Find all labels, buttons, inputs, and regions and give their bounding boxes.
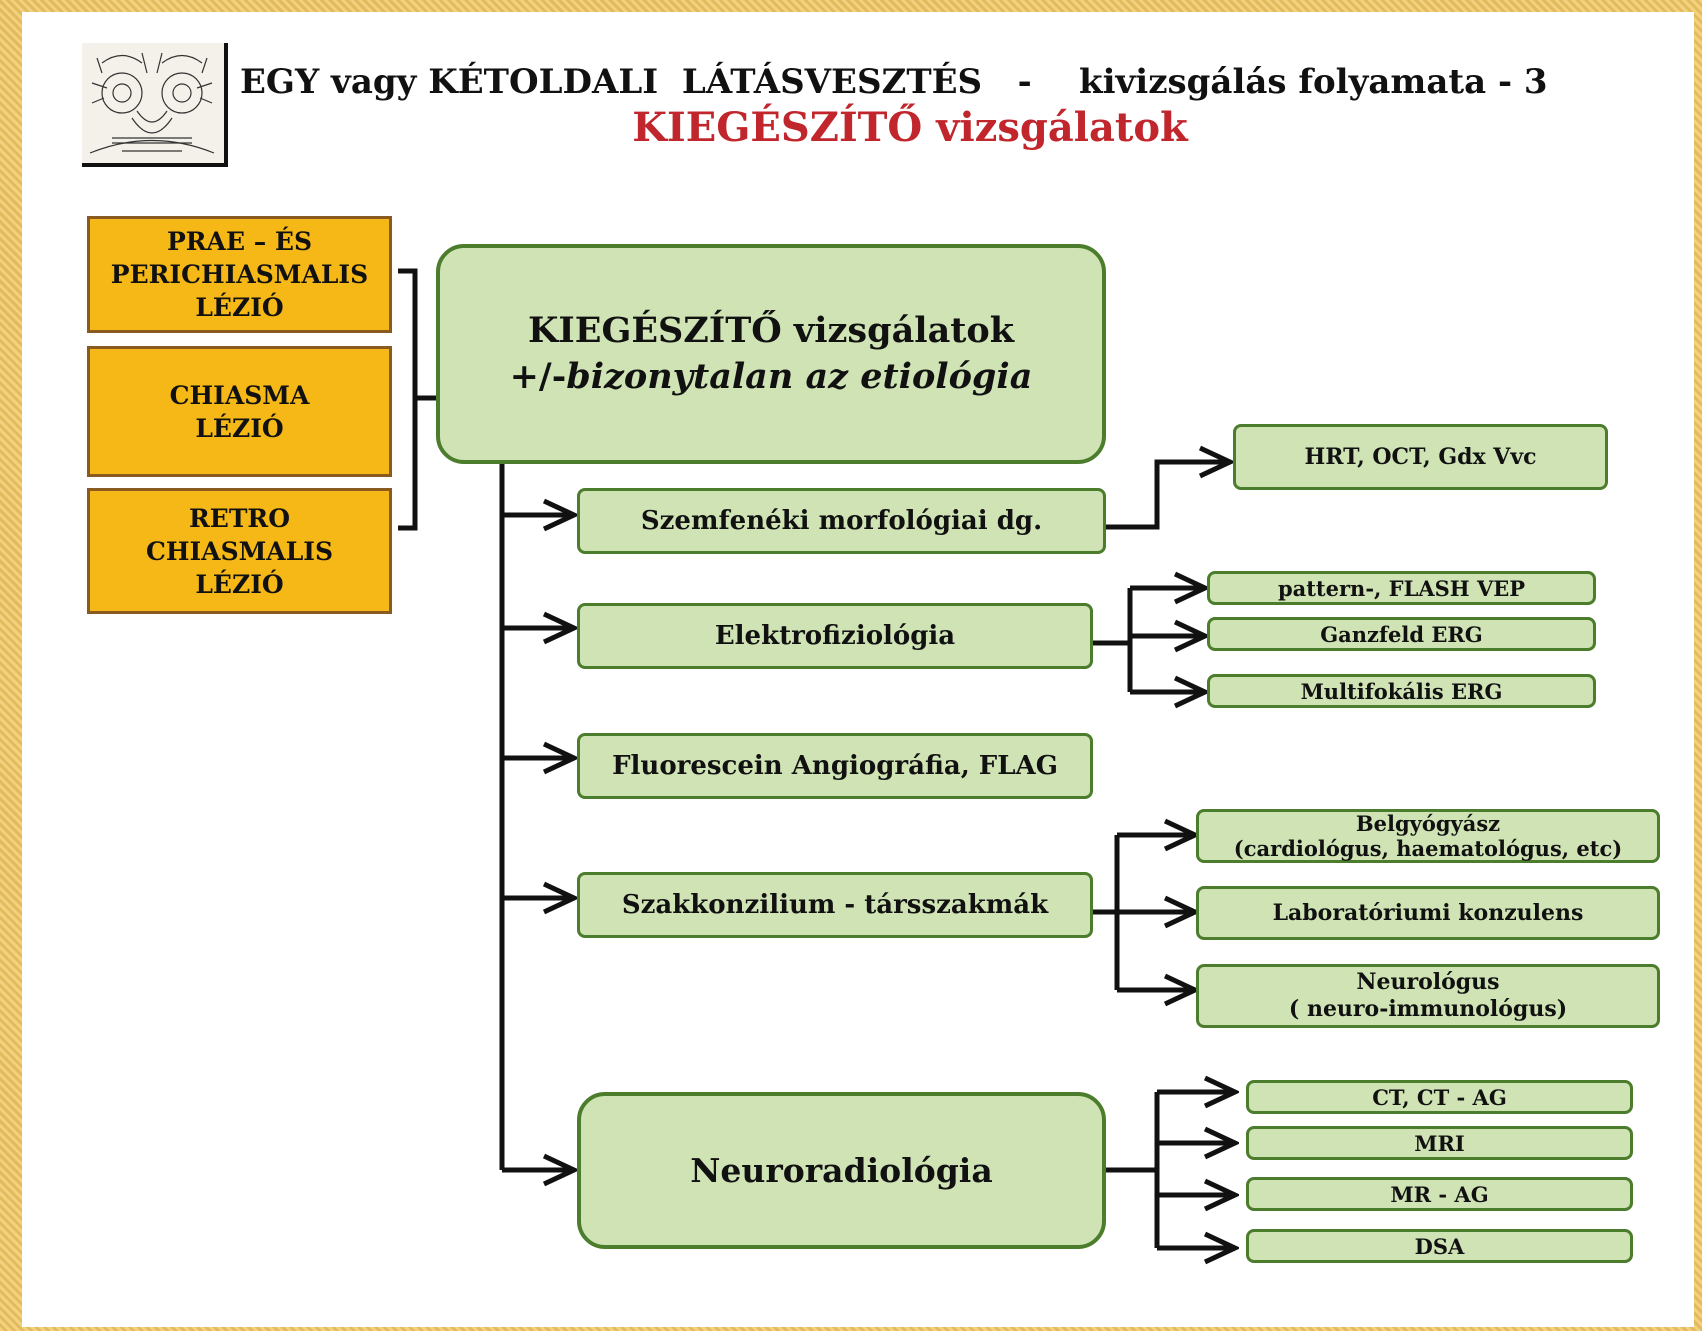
branch-szemfeneki: Szemfenéki morfológiai dg. (577, 488, 1106, 554)
leaf-label: MR - AG (1390, 1181, 1489, 1207)
lesion-label: RETRO (189, 503, 290, 533)
main-box-etiology: bizonytalan az etiológia (566, 356, 1033, 397)
main-box: KIEGÉSZÍTŐ vizsgálatok +/-bizonytalan az… (436, 244, 1106, 464)
leaf-mr-ag: MR - AG (1246, 1177, 1633, 1211)
leaf-label: MRI (1414, 1130, 1465, 1156)
lesion-label: PRAE – ÉS (166, 227, 313, 256)
main-box-prefix: +/- (509, 356, 567, 397)
visual-pathway-drawing-icon (82, 43, 228, 167)
leaf-hrt-oct-gdx: HRT, OCT, Gdx Vvc (1233, 424, 1608, 490)
branch-label: Szakkonzilium - társszakmák (621, 890, 1049, 920)
branch-label: Elektrofiziológia (714, 621, 956, 651)
lesion-label: CHIASMALIS (145, 536, 334, 566)
branch-neuroradiologia: Neuroradiológia (577, 1092, 1106, 1249)
lesion-label: CHIASMA (169, 380, 310, 410)
lesion-bracket (398, 268, 418, 531)
page-title: EGY vagy KÉTOLDALI LÁTÁSVESZTÉS - kivizs… (240, 62, 1548, 102)
leaf-vep: pattern-, FLASH VEP (1207, 571, 1596, 605)
page-subtitle: KIEGÉSZÍTŐ vizsgálatok (632, 104, 1188, 151)
lesion-box-chiasma: CHIASMA LÉZIÓ (87, 346, 392, 477)
lesion-box-prae-perichiasmalis: PRAE – ÉS PERICHIASMALIS LÉZIÓ (87, 216, 392, 333)
leaf-label: Ganzfeld ERG (1320, 621, 1483, 647)
leaf-label: HRT, OCT, Gdx Vvc (1304, 444, 1537, 470)
lesion-label: LÉZIÓ (195, 569, 284, 599)
leaf-label: (cardiológus, haematológus, etc) (1233, 836, 1623, 861)
leaf-neurologus: Neurológus ( neuro-immunológus) (1196, 964, 1660, 1028)
leaf-ganzfeld-erg: Ganzfeld ERG (1207, 617, 1596, 651)
lesion-label: LÉZIÓ (195, 293, 284, 322)
leaf-label: Neurológus (1356, 969, 1500, 995)
leaf-laboratoriumi-konzulens: Laboratóriumi konzulens (1196, 886, 1660, 940)
lesion-box-retro-chiasmalis: RETRO CHIASMALIS LÉZIÓ (87, 488, 392, 614)
leaf-label: Multifokális ERG (1300, 678, 1503, 704)
leaf-label: ( neuro-immunológus) (1288, 996, 1568, 1022)
branch-szakkonzilium: Szakkonzilium - társszakmák (577, 872, 1093, 938)
main-box-title: KIEGÉSZÍTŐ vizsgálatok (527, 310, 1015, 351)
leaf-label: Laboratóriumi konzulens (1272, 900, 1584, 926)
lesion-label: LÉZIÓ (195, 413, 284, 443)
branch-flag: Fluorescein Angiográfia, FLAG (577, 733, 1093, 799)
leaf-multifokalis-erg: Multifokális ERG (1207, 674, 1596, 708)
leaf-dsa: DSA (1246, 1229, 1633, 1263)
leaf-label: pattern-, FLASH VEP (1277, 575, 1526, 601)
lesion-label: PERICHIASMALIS (110, 260, 369, 289)
leaf-label: Belgyógyász (1355, 811, 1501, 836)
leaf-label: CT, CT - AG (1372, 1084, 1507, 1110)
branch-elektrofiziologia: Elektrofiziológia (577, 603, 1093, 669)
leaf-ct: CT, CT - AG (1246, 1080, 1633, 1114)
arrow-to-hrt (1106, 462, 1228, 530)
leaf-belgyogyasz: Belgyógyász (cardiológus, haematológus, … (1196, 809, 1660, 863)
branch-label: Neuroradiológia (690, 1151, 993, 1190)
branch-label: Szemfenéki morfológiai dg. (640, 506, 1043, 536)
leaf-mri: MRI (1246, 1126, 1633, 1160)
branch-label: Fluorescein Angiográfia, FLAG (612, 751, 1058, 781)
leaf-label: DSA (1414, 1233, 1465, 1259)
